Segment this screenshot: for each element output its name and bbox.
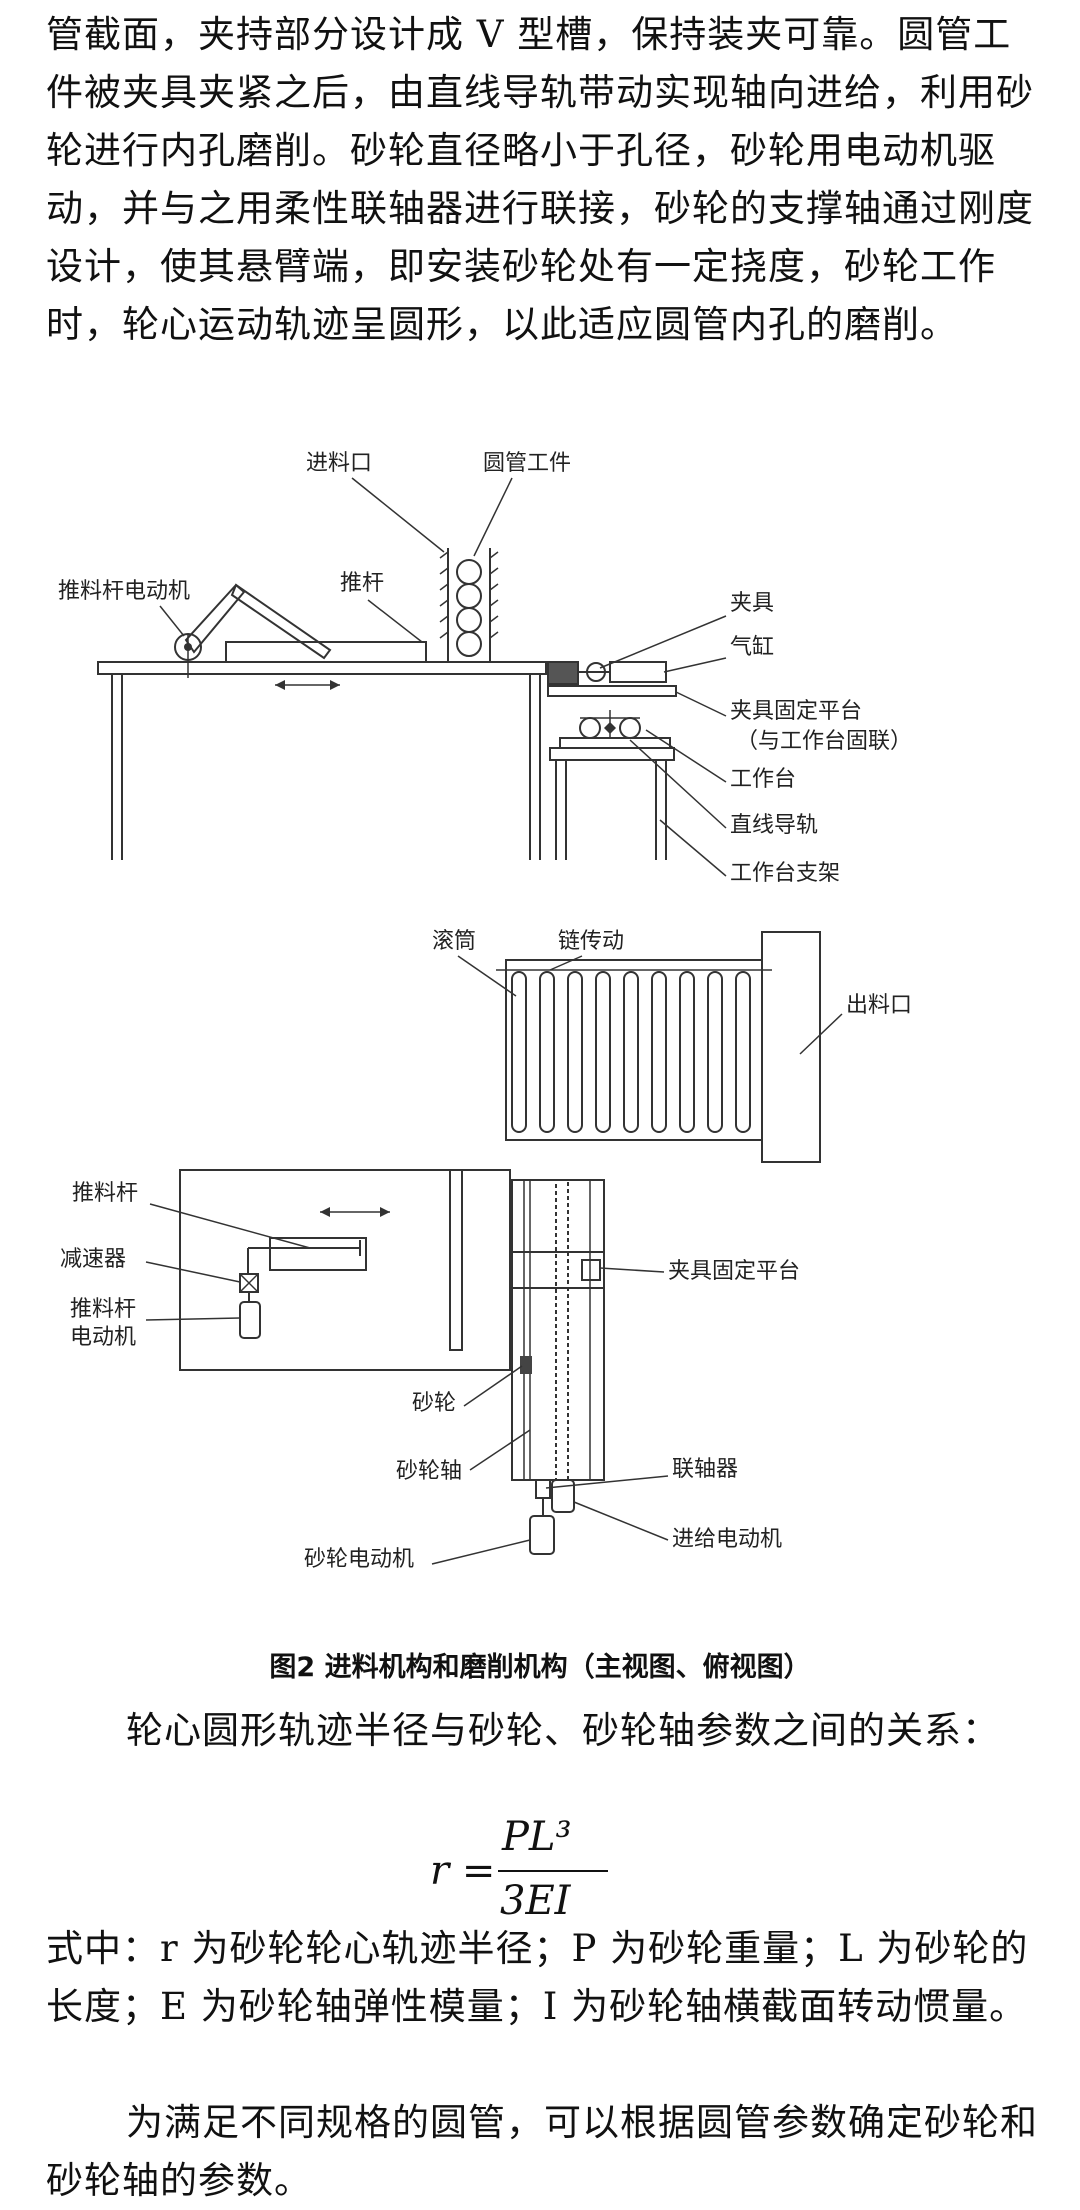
label-wheel-shaft: 砂轮轴 xyxy=(396,1459,462,1484)
push-rod-cylinder xyxy=(269,1237,367,1271)
label-push-rod: 推杆 xyxy=(340,571,384,596)
formula-lhs: r = xyxy=(430,1848,496,1894)
clamp-platform-top xyxy=(511,1251,605,1289)
label-clamp: 夹具 xyxy=(730,591,774,616)
clamp-platform xyxy=(547,685,677,697)
body-paragraph-4: 为满足不同规格的圆管，可以根据圆管参数确定砂轮和砂轮轴的参数。 xyxy=(46,2101,1038,2202)
label-clamp-platform-note: （与工作台固联） xyxy=(736,729,912,754)
clamp-block xyxy=(547,661,579,685)
grinding-wheel-symbol xyxy=(520,1356,532,1374)
outlet-box xyxy=(761,931,821,1163)
connecting-rod xyxy=(230,583,332,660)
front-view: 进料口 圆管工件 推料杆电动机 推杆 夹具 气缸 夹具固定平台 （与工作台固联）… xyxy=(58,451,912,886)
label-feed-motor: 进给电动机 xyxy=(672,1527,782,1552)
label-cylinder: 气缸 xyxy=(730,635,774,660)
label-clamp-platform: 夹具固定平台 xyxy=(730,699,862,724)
label-roller: 滚筒 xyxy=(432,929,476,954)
label-linear-guide: 直线导轨 xyxy=(730,813,818,838)
coupling-symbol xyxy=(535,1479,551,1499)
worktable-bracket-top xyxy=(549,747,675,761)
push-motor2-symbol xyxy=(239,1301,261,1339)
table-top xyxy=(97,661,547,675)
push-rod-plate xyxy=(225,641,427,663)
label-grinding-wheel: 砂轮 xyxy=(412,1391,456,1416)
label-push-motor: 推料杆电动机 xyxy=(58,579,190,604)
figure-2: 进料口 圆管工件 推料杆电动机 推杆 夹具 气缸 夹具固定平台 （与工作台固联）… xyxy=(58,451,912,1572)
fraction-bar xyxy=(498,1870,608,1872)
top-view: 滚筒 链传动 出料口 推料杆 减速器 推料杆 电动机 夹具固定平台 砂轮 砂轮轴… xyxy=(60,929,912,1572)
label-feed-inlet: 进料口 xyxy=(306,451,372,476)
label-worktable-bracket: 工作台支架 xyxy=(730,861,840,886)
label-push-motor2-line1: 推料杆 xyxy=(70,1297,136,1322)
lead-screw xyxy=(555,1179,569,1481)
label-chain-drive: 链传动 xyxy=(558,929,624,954)
formula: r = PL³ 3EI xyxy=(420,1812,720,1924)
label-worktable: 工作台 xyxy=(730,767,796,792)
figure-caption: 图2 进料机构和磨削机构（主视图、俯视图） xyxy=(269,1652,811,1683)
feed-motor-symbol xyxy=(551,1479,575,1513)
label-outlet: 出料口 xyxy=(846,993,912,1018)
rollers xyxy=(511,971,751,1133)
small-worktable xyxy=(559,737,671,749)
wheel-motor-symbol xyxy=(529,1515,555,1555)
label-push-rod2: 推料杆 xyxy=(72,1181,138,1206)
body-paragraph-1: 管截面，夹持部分设计成 V 型槽，保持装夹可靠。圆管工件被夹具夹紧之后，由直线导… xyxy=(46,13,1034,346)
formula-numerator: PL³ xyxy=(502,1814,572,1860)
label-reducer: 减速器 xyxy=(60,1247,126,1272)
cylinder-body xyxy=(609,661,667,683)
label-tube-workpiece: 圆管工件 xyxy=(483,451,571,476)
body-paragraph-3: 式中：r 为砂轮轮心轨迹半径；P 为砂轮重量；L 为砂轮的长度；E 为砂轮轴弹性… xyxy=(46,1927,1029,2028)
label-coupling: 联轴器 xyxy=(672,1457,738,1482)
label-push-motor2-line2: 电动机 xyxy=(70,1325,136,1350)
label-clamp-platform2: 夹具固定平台 xyxy=(668,1259,800,1284)
roller-conveyor xyxy=(505,959,763,1141)
body-paragraph-2: 轮心圆形轨迹半径与砂轮、砂轮轴参数之间的关系： xyxy=(126,1709,1000,1752)
formula-denominator: 3EI xyxy=(500,1878,571,1924)
label-wheel-motor: 砂轮电动机 xyxy=(304,1547,414,1572)
crank-arm xyxy=(184,583,246,654)
